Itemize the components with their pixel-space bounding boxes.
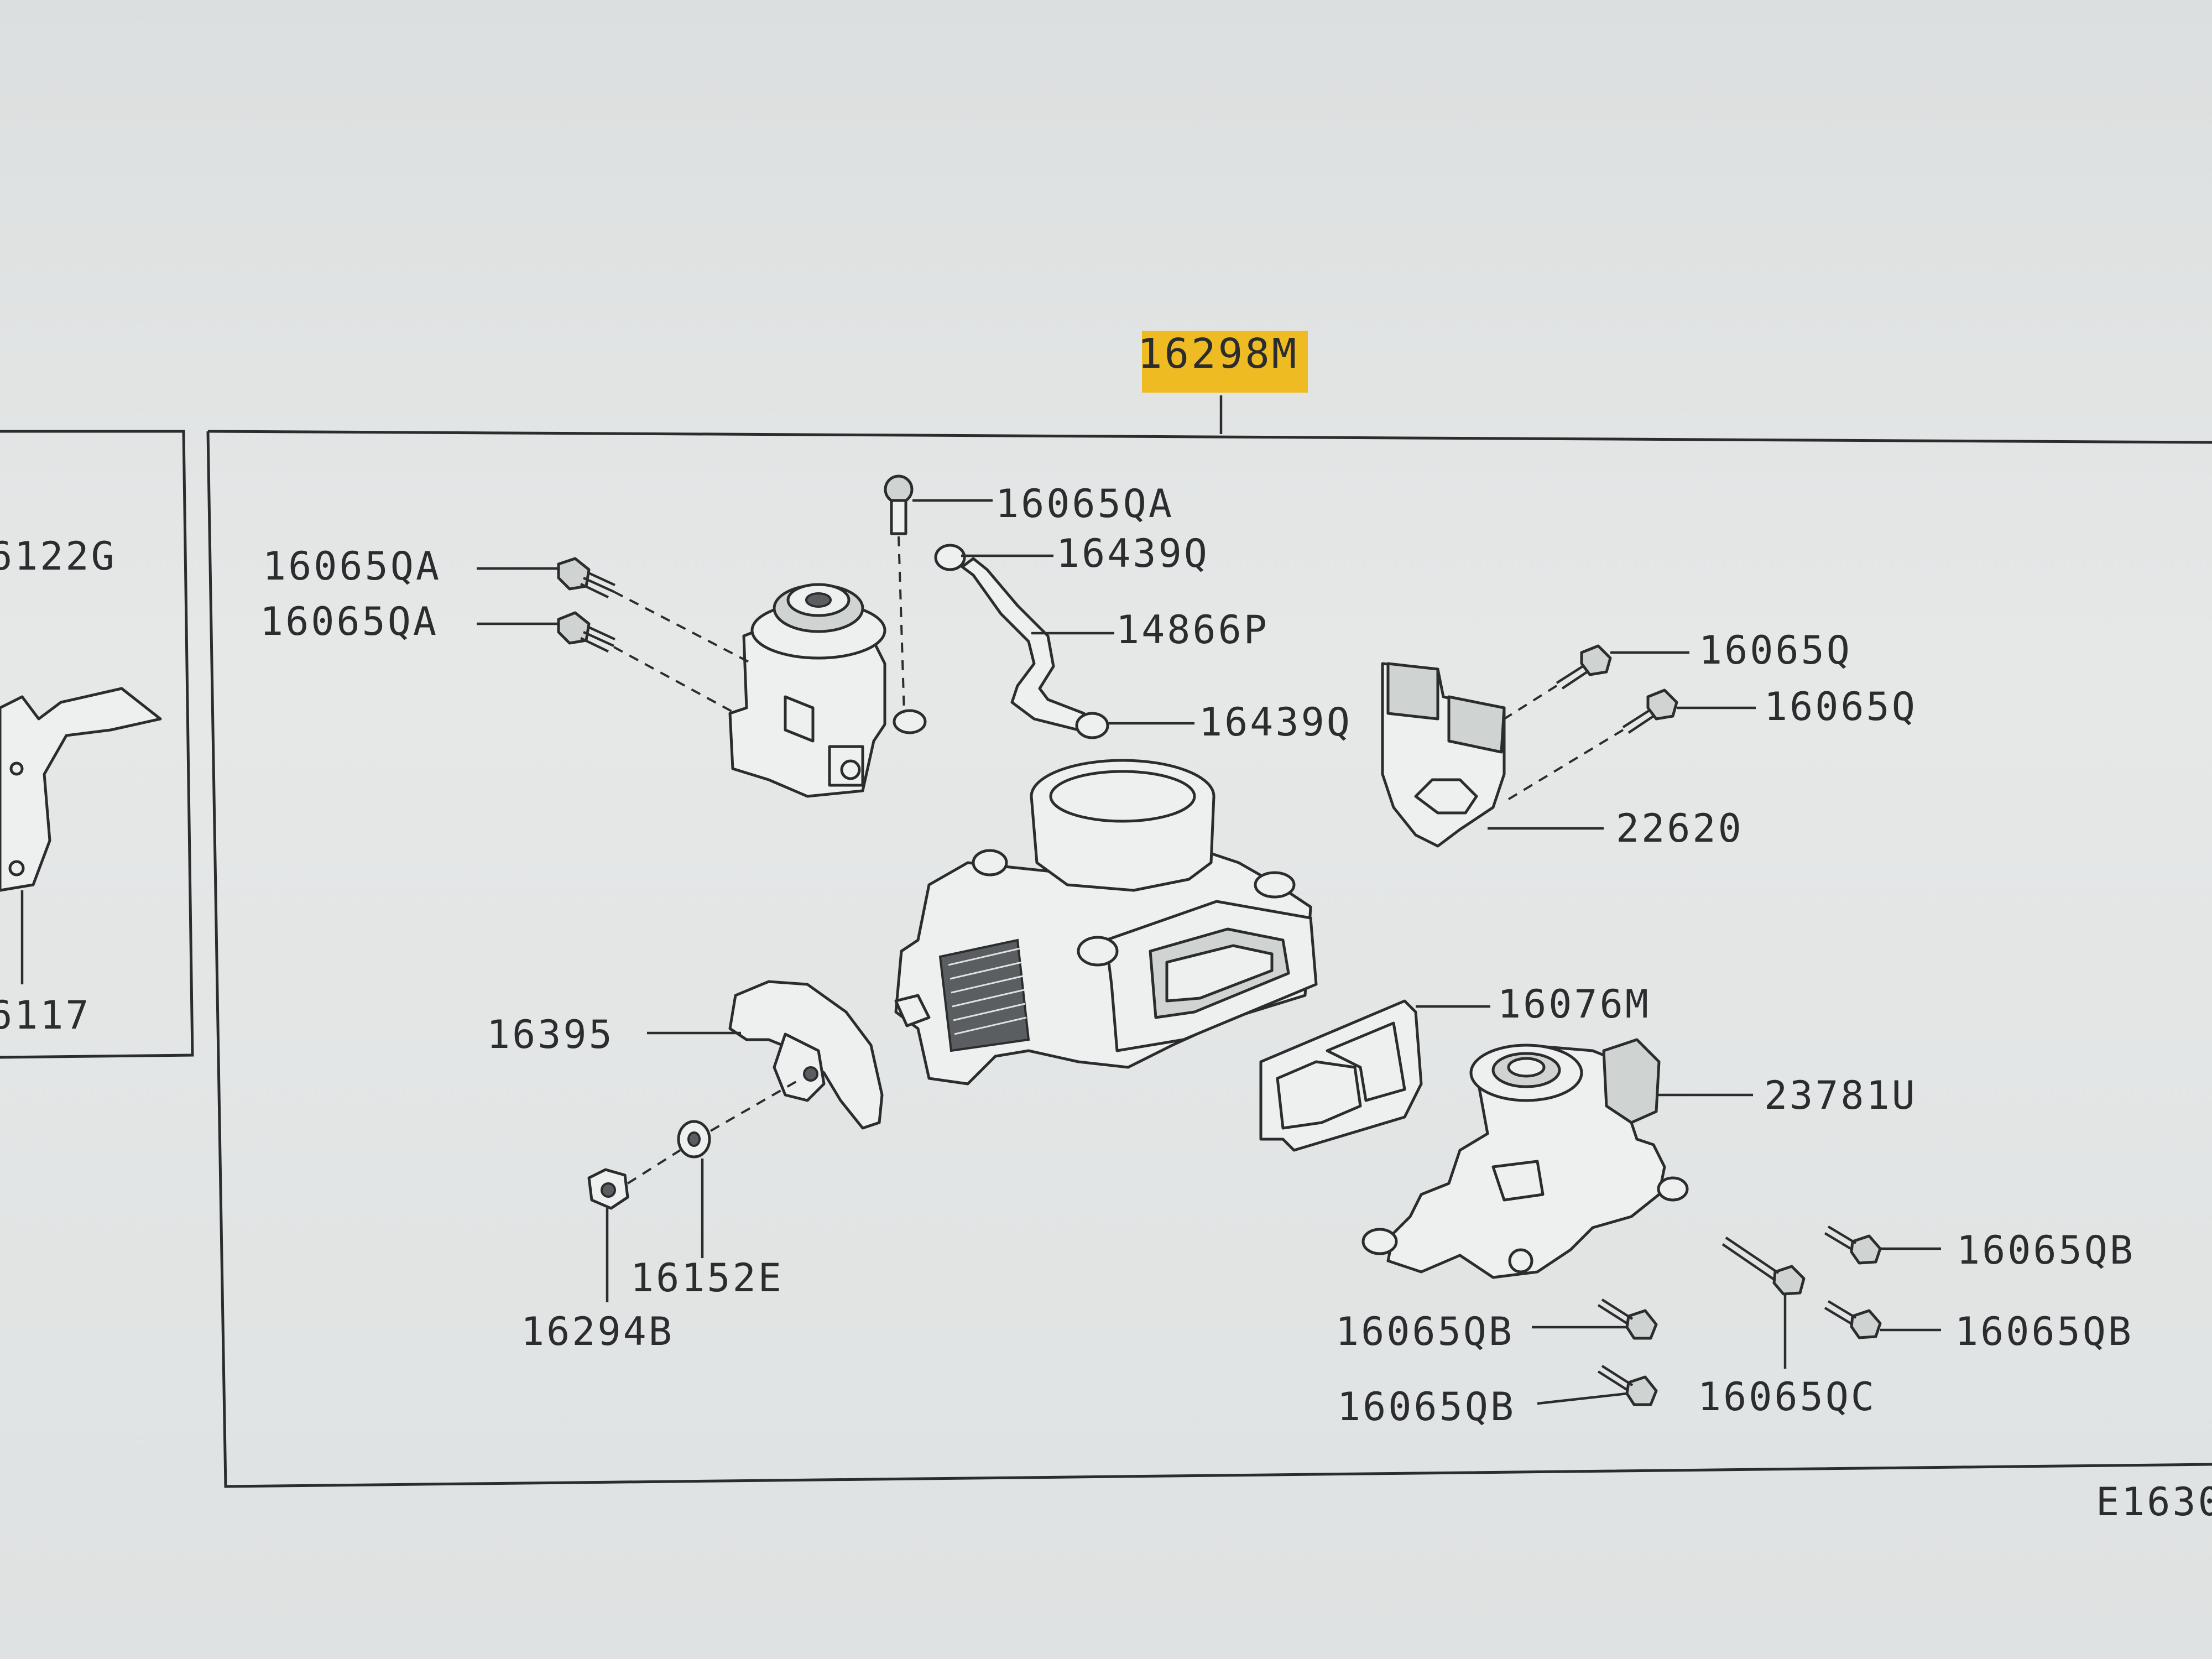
- callout-16439q-top[interactable]: 16439Q: [1056, 531, 1209, 576]
- figure-reference: E1630: [2096, 1479, 2212, 1525]
- left-panel-label-bottom: 6117: [0, 993, 91, 1038]
- bolt-icon: [557, 611, 615, 653]
- callout-16065qb-1[interactable]: 16065QB: [1335, 1309, 1514, 1354]
- callout-16065qb-3[interactable]: 16065QB: [1957, 1228, 2135, 1273]
- assembly-label-highlight: [1142, 331, 1308, 393]
- left-panel-frame: [0, 430, 194, 1059]
- main-panel-frame: [206, 430, 2212, 1488]
- gasket-part: [1259, 999, 1423, 1152]
- bolt-icon: [1556, 644, 1612, 690]
- washer-icon: [677, 1120, 711, 1159]
- left-panel-label-top: 6122G: [0, 534, 117, 579]
- bracket-hole-icon: [8, 860, 25, 877]
- bolt-icon: [1721, 1237, 1806, 1296]
- throttle-sensor-part: [1381, 662, 1506, 848]
- callout-16294b[interactable]: 16294B: [521, 1309, 674, 1354]
- bolt-icon: [557, 557, 615, 599]
- assembly-label[interactable]: 16298M: [1138, 330, 1308, 434]
- nut-icon: [587, 1168, 629, 1210]
- throttle-cam-part: [728, 980, 884, 1130]
- return-spring-icon: [938, 938, 1030, 1052]
- bolt-icon: [1622, 688, 1678, 734]
- callout-22620[interactable]: 22620: [1616, 806, 1744, 851]
- assembly-path-lines: [1503, 685, 1624, 803]
- assembly-path-lines: [613, 536, 905, 714]
- leader-lines: [477, 499, 1941, 1405]
- bolt-icon: [1824, 1225, 1882, 1265]
- callout-16065qa-top[interactable]: 16065QA: [995, 481, 1174, 526]
- bracket-part: [0, 687, 162, 892]
- callout-16076m[interactable]: 16076M: [1498, 982, 1651, 1027]
- throttle-body-part: [894, 759, 1318, 1086]
- assembly-path-lines: [627, 1077, 802, 1185]
- bolt-icon: [1597, 1298, 1658, 1340]
- callout-16065qc[interactable]: 16065QC: [1698, 1374, 1876, 1420]
- bracket-hole-icon: [9, 761, 24, 776]
- assembly-label-text: 16298M: [1138, 330, 1298, 378]
- callout-16065q-1[interactable]: 16065Q: [1699, 628, 1852, 673]
- bolt-icon: [1824, 1300, 1882, 1339]
- left-panel: 6122G 6117: [0, 430, 194, 1059]
- idle-air-valve-part: [1361, 1038, 1689, 1279]
- callout-16065qb-2[interactable]: 16065QB: [1337, 1384, 1516, 1430]
- callout-16152e[interactable]: 16152E: [630, 1255, 784, 1301]
- callout-16065q-2[interactable]: 16065Q: [1764, 684, 1917, 729]
- callout-23781u[interactable]: 23781U: [1764, 1073, 1917, 1118]
- callout-16065qa-left-2[interactable]: 16065QA: [260, 599, 439, 644]
- bolt-icon: [1597, 1365, 1658, 1406]
- callout-16439q-lower[interactable]: 16439Q: [1199, 700, 1352, 745]
- callout-16065qa-left-1[interactable]: 16065QA: [263, 544, 441, 589]
- idle-actuator-part: [728, 583, 927, 798]
- callout-16395[interactable]: 16395: [487, 1012, 614, 1057]
- hose-part: [934, 544, 1109, 739]
- bolt-icon: [884, 474, 914, 535]
- callout-16065qb-4[interactable]: 16065QB: [1955, 1309, 2133, 1354]
- callout-14866p[interactable]: 14866P: [1116, 607, 1269, 653]
